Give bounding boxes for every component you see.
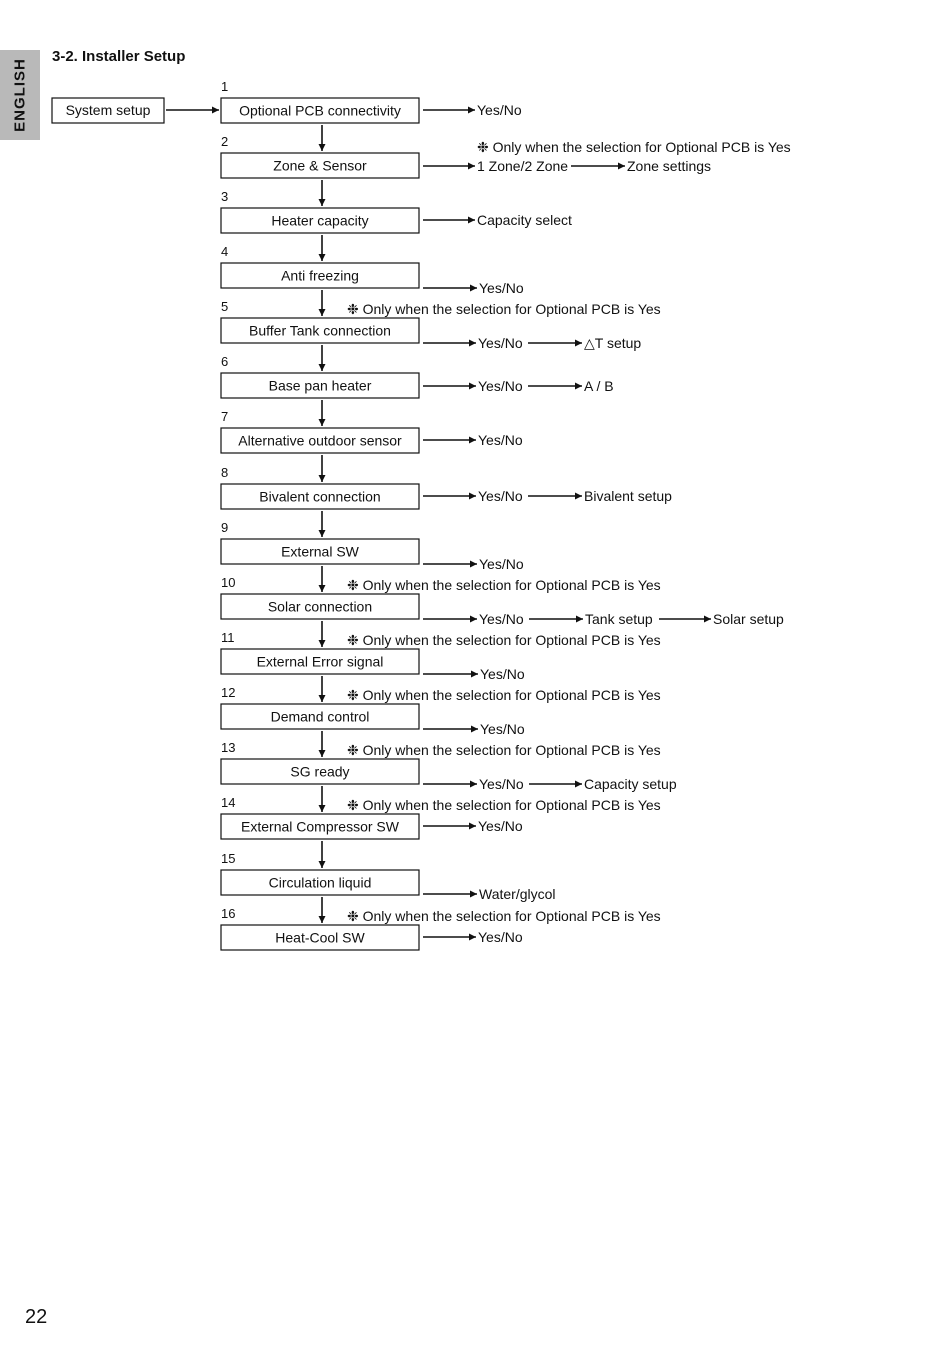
step-box [220, 813, 420, 840]
output-label: 1 Zone/2 Zone [477, 158, 568, 174]
output-label: Yes/No [479, 556, 524, 572]
step-number: 6 [221, 354, 228, 369]
output-label: Yes/No [479, 776, 524, 792]
step-number: 10 [221, 575, 235, 590]
step-number: 16 [221, 906, 235, 921]
step-label: SG ready [290, 764, 349, 780]
step-box [220, 483, 420, 510]
step-box [220, 538, 420, 565]
step-number: 13 [221, 740, 235, 755]
step-box [220, 427, 420, 454]
step-label: External Compressor SW [241, 819, 400, 835]
output-label: Yes/No [477, 102, 522, 118]
section-heading: 3-2. Installer Setup [52, 48, 186, 65]
output-label: Yes/No [480, 721, 525, 737]
step-label: Base pan heater [269, 378, 372, 394]
system-setup-box [51, 97, 165, 124]
optional-pcb-note: ❉ Only when the selection for Optional P… [347, 797, 661, 813]
output-label: A / B [584, 378, 614, 394]
step-number: 4 [221, 244, 228, 259]
output-label: Yes/No [478, 335, 523, 351]
output-label: Water/glycol [479, 886, 556, 902]
step-box [220, 262, 420, 289]
output-label: Yes/No [478, 378, 523, 394]
step-label: Anti freezing [281, 268, 359, 284]
step-label: Solar connection [268, 599, 372, 615]
step-box [220, 593, 420, 620]
step-number: 3 [221, 189, 228, 204]
step-box [220, 648, 420, 675]
optional-pcb-note: ❉ Only when the selection for Optional P… [347, 687, 661, 703]
output-label: △T setup [584, 335, 641, 351]
optional-pcb-note: ❉ Only when the selection for Optional P… [347, 742, 661, 758]
step-label: Heat-Cool SW [275, 930, 365, 946]
output-label: Tank setup [585, 611, 653, 627]
step-number: 11 [221, 630, 235, 645]
step-box [220, 924, 420, 951]
step-label: Bivalent connection [259, 489, 380, 505]
output-label: Bivalent setup [584, 488, 672, 504]
step-box [220, 758, 420, 785]
step-label: Zone & Sensor [273, 158, 367, 174]
step-number: 7 [221, 409, 228, 424]
step-box [220, 317, 420, 344]
optional-pcb-note: ❉ Only when the selection for Optional P… [347, 301, 661, 317]
optional-pcb-note: ❉ Only when the selection for Optional P… [347, 908, 661, 924]
step-label: Alternative outdoor sensor [238, 433, 402, 449]
output-label: Solar setup [713, 611, 784, 627]
output-label: Yes/No [479, 280, 524, 296]
step-label: External SW [281, 544, 360, 560]
step-number: 2 [221, 134, 228, 149]
step-label: Heater capacity [271, 213, 368, 229]
output-label: Yes/No [479, 611, 524, 627]
step-label: Optional PCB connectivity [239, 103, 401, 119]
step-number: 9 [221, 520, 228, 535]
step-box [220, 869, 420, 896]
step-label: Buffer Tank connection [249, 323, 391, 339]
output-label: Capacity setup [584, 776, 677, 792]
output-label: Yes/No [478, 432, 523, 448]
step-number: 5 [221, 299, 228, 314]
step-label: Demand control [271, 709, 370, 725]
step-number: 12 [221, 685, 235, 700]
step-number: 15 [221, 851, 235, 866]
step-label: External Error signal [257, 654, 384, 670]
output-label: Yes/No [478, 929, 523, 945]
output-label: Zone settings [627, 158, 711, 174]
page-number: 22 [25, 1306, 48, 1328]
output-label: Capacity select [477, 212, 572, 228]
system-setup-label: System setup [66, 102, 151, 118]
step-box [220, 97, 420, 124]
step-number: 8 [221, 465, 228, 480]
optional-pcb-note: ❉ Only when the selection for Optional P… [347, 577, 661, 593]
step-box [220, 207, 420, 234]
optional-pcb-note: ❉ Only when the selection for Optional P… [477, 139, 791, 155]
output-label: Yes/No [478, 818, 523, 834]
language-tab [0, 50, 40, 140]
step-box [220, 372, 420, 399]
step-box [220, 703, 420, 730]
step-number: 14 [221, 795, 235, 810]
output-label: Yes/No [480, 666, 525, 682]
optional-pcb-note: ❉ Only when the selection for Optional P… [347, 632, 661, 648]
step-number: 1 [221, 79, 228, 94]
output-label: Yes/No [478, 488, 523, 504]
step-label: Circulation liquid [269, 875, 372, 891]
step-box [220, 152, 420, 179]
